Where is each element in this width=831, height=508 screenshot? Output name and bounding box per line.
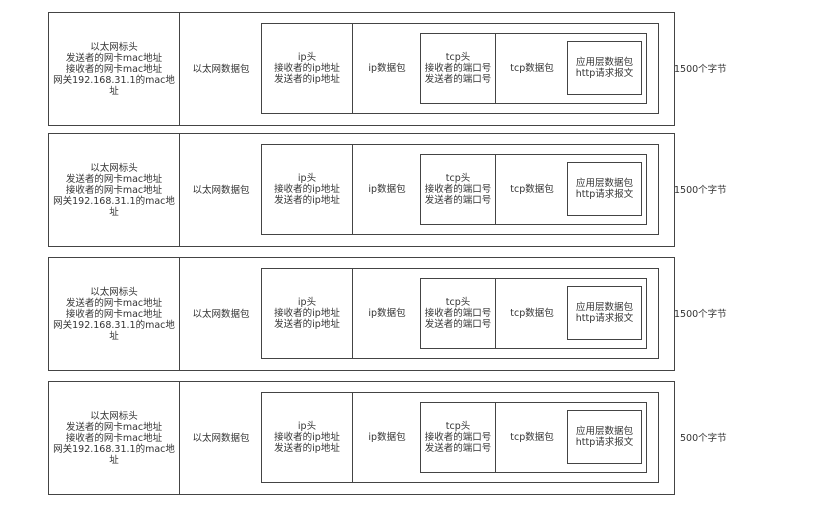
ip-header-text: ip头 接收者的ip地址 发送者的ip地址 xyxy=(274,52,340,85)
ethernet-payload-label: 以太网数据包 xyxy=(192,184,250,196)
ethernet-header-cell xyxy=(48,257,180,371)
ip-header-text: ip头 接收者的ip地址 发送者的ip地址 xyxy=(274,173,340,206)
ip-header-cell xyxy=(261,144,353,235)
tcp-payload-label: tcp数据包 xyxy=(510,184,554,195)
application-data-text: 应用层数据包 http请求报文 xyxy=(575,426,634,448)
application-data-text: 应用层数据包 http请求报文 xyxy=(575,57,634,79)
tcp-header-text: tcp头 接收者的端口号 发送者的端口号 xyxy=(424,421,492,454)
application-data-box xyxy=(567,41,642,95)
tcp-header-cell xyxy=(420,33,496,104)
tcp-payload-label: tcp数据包 xyxy=(510,308,554,319)
tcp-payload-label: tcp数据包 xyxy=(510,63,554,74)
ip-header-cell xyxy=(261,23,353,114)
ethernet-header-text: 以太网标头 发送者的网卡mac地址 接收者的网卡mac地址 网关192.168.… xyxy=(53,410,175,466)
ip-payload-label: ip数据包 xyxy=(368,184,406,195)
ip-payload-label: ip数据包 xyxy=(368,308,406,319)
ethernet-payload-label: 以太网数据包 xyxy=(192,63,250,75)
tcp-header-cell xyxy=(420,402,496,473)
tcp-header-text: tcp头 接收者的端口号 发送者的端口号 xyxy=(424,297,492,330)
application-data-box xyxy=(567,410,642,464)
tcp-header-cell xyxy=(420,278,496,349)
tcp-payload-label: tcp数据包 xyxy=(510,432,554,443)
ip-header-cell xyxy=(261,268,353,359)
ip-header-cell xyxy=(261,392,353,483)
ip-payload-label: ip数据包 xyxy=(368,432,406,443)
application-data-text: 应用层数据包 http请求报文 xyxy=(575,302,634,324)
ethernet-payload-label: 以太网数据包 xyxy=(192,308,250,320)
ethernet-header-cell xyxy=(48,133,180,247)
ethernet-header-cell xyxy=(48,381,180,495)
tcp-header-text: tcp头 接收者的端口号 发送者的端口号 xyxy=(424,52,492,85)
frame-size-label: 1500个字节 xyxy=(674,308,727,320)
ethernet-header-text: 以太网标头 发送者的网卡mac地址 接收者的网卡mac地址 网关192.168.… xyxy=(53,286,175,342)
ethernet-header-text: 以太网标头 发送者的网卡mac地址 接收者的网卡mac地址 网关192.168.… xyxy=(53,41,175,97)
frame-size-label: 500个字节 xyxy=(680,432,727,444)
ethernet-header-cell xyxy=(48,12,180,126)
ip-payload-label: ip数据包 xyxy=(368,63,406,74)
ip-header-text: ip头 接收者的ip地址 发送者的ip地址 xyxy=(274,297,340,330)
tcp-header-text: tcp头 接收者的端口号 发送者的端口号 xyxy=(424,173,492,206)
application-data-box xyxy=(567,286,642,340)
application-data-box xyxy=(567,162,642,216)
ethernet-payload-label: 以太网数据包 xyxy=(192,432,250,444)
tcp-header-cell xyxy=(420,154,496,225)
frame-size-label: 1500个字节 xyxy=(674,184,727,196)
frame-size-label: 1500个字节 xyxy=(674,63,727,75)
ethernet-header-text: 以太网标头 发送者的网卡mac地址 接收者的网卡mac地址 网关192.168.… xyxy=(53,162,175,218)
ip-header-text: ip头 接收者的ip地址 发送者的ip地址 xyxy=(274,421,340,454)
application-data-text: 应用层数据包 http请求报文 xyxy=(575,178,634,200)
